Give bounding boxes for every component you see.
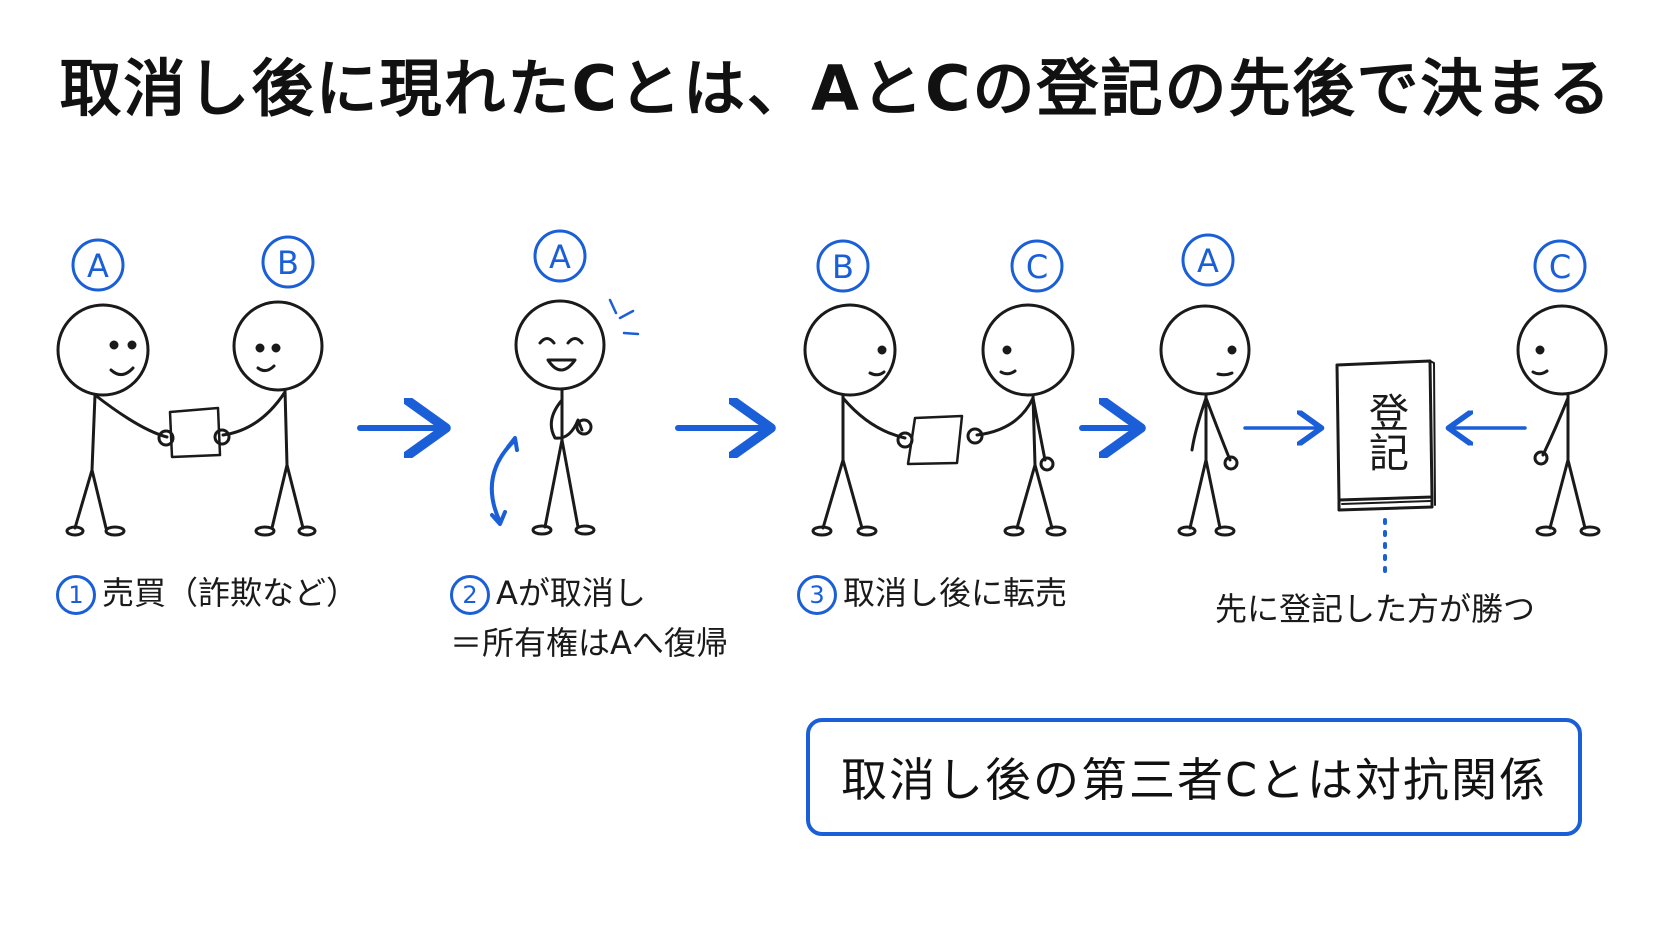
excitement-icon <box>608 298 640 336</box>
label-a-scene1: A <box>87 247 109 285</box>
step-number-3: 3 <box>797 575 837 615</box>
label-c-scene4: C <box>1549 248 1571 286</box>
label-c-scene3: C <box>1026 248 1048 286</box>
caption-scene-3-text: 取消し後に転売 <box>843 574 1068 612</box>
person-c-scene3 <box>966 303 1075 537</box>
step-number-2: 2 <box>450 575 490 615</box>
step-number-1: 1 <box>56 575 96 615</box>
document-icon <box>168 406 222 459</box>
label-a-scene2: A <box>549 238 571 276</box>
summary-box: 取消し後の第三者Cとは対抗関係 <box>806 718 1582 836</box>
caption-scene-2-line2: ＝所有権はAへ復帰 <box>450 624 728 662</box>
summary-text: 取消し後の第三者Cとは対抗関係 <box>840 753 1548 807</box>
person-c-scene4 <box>1516 304 1608 537</box>
scene-3 <box>803 303 1075 537</box>
caption-scene-2-text: Aが取消し <box>496 574 646 612</box>
document-icon-scene3 <box>906 414 964 466</box>
label-b-scene3: B <box>832 248 854 286</box>
person-a-scene4 <box>1159 304 1251 537</box>
scene-4 <box>1159 304 1608 537</box>
person-b-scene3 <box>803 303 914 537</box>
person-a-scene1 <box>56 303 175 537</box>
registry-book-label: 登記 <box>1362 392 1408 472</box>
label-b-scene1: B <box>277 244 299 282</box>
caption-scene-1-text: 売買（詐欺など） <box>102 574 359 612</box>
registry-book-icon <box>1335 359 1436 512</box>
scene-2 <box>514 298 640 536</box>
person-b-scene1 <box>213 300 324 537</box>
diagram-title: 取消し後に現れたCとは、AとCの登記の先後で決まる <box>59 52 1613 125</box>
caption-scene-4: 先に登記した方が勝つ <box>1215 590 1536 628</box>
return-arrow-icon <box>489 438 517 524</box>
person-a-scene2 <box>514 299 606 536</box>
scene-1 <box>56 300 324 537</box>
label-a-scene4: A <box>1197 242 1219 280</box>
